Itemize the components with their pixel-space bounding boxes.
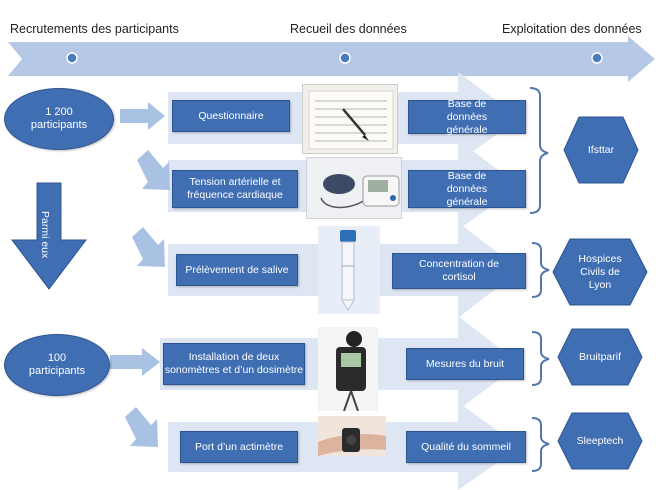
hexagon-ifsttar bbox=[563, 116, 639, 184]
bracket-hcl bbox=[531, 242, 550, 298]
outcome-sleep: Qualité du sommeil bbox=[406, 431, 526, 463]
timeline-arrow bbox=[8, 36, 655, 82]
questionnaire-photo bbox=[302, 84, 398, 154]
phase-collection-label: Recueil des données bbox=[290, 22, 407, 36]
timeline-dot-exploitation bbox=[591, 52, 603, 64]
arrow-to-saliva bbox=[132, 227, 165, 267]
outcome-cortisol-label: Concentration de cortisol bbox=[419, 258, 499, 283]
collection-saliva: Prélèvement de salive bbox=[176, 254, 298, 286]
institution-bruitparif-label: Bruitparif bbox=[578, 350, 621, 363]
collection-actimeter: Port d’un actimètre bbox=[180, 431, 298, 463]
collection-tension: Tension artérielle et fréquence cardiaqu… bbox=[172, 170, 298, 208]
sound-level-meter-photo bbox=[318, 327, 378, 411]
participants-100-label: 100 participants bbox=[28, 352, 86, 377]
actimeter-photo bbox=[318, 416, 386, 456]
blood-pressure-monitor-photo bbox=[306, 157, 402, 219]
institution-hcl-label: Hospices Civils de Lyon bbox=[578, 252, 622, 291]
phase-exploitation-label: Exploitation des données bbox=[502, 22, 642, 36]
outcome-cortisol: Concentration de cortisol bbox=[392, 253, 526, 289]
phase-recruitment-label: Recrutements des participants bbox=[10, 22, 179, 36]
bracket-bruitparif bbox=[531, 331, 550, 386]
saliva-tube-photo bbox=[318, 226, 380, 314]
outcome-database-1-label: Base de données générale bbox=[446, 97, 488, 136]
arrow-small-to-actimeter bbox=[125, 407, 158, 447]
outcome-noise: Mesures du bruit bbox=[406, 348, 524, 380]
timeline-dot-collection bbox=[339, 52, 351, 64]
institution-ifsttar-label: Ifsttar bbox=[587, 143, 615, 156]
arrow-small-to-install bbox=[110, 348, 160, 376]
arrow-large-to-tension bbox=[137, 150, 170, 190]
participants-1200-label: 1 200 participants bbox=[30, 106, 88, 131]
subset-down-arrow bbox=[10, 182, 88, 290]
outcome-database-2-label: Base de données générale bbox=[446, 169, 488, 208]
collection-install: Installation de deux sonomètres et d’un … bbox=[163, 343, 305, 385]
institution-hcl: Hospices Civils de Lyon bbox=[566, 239, 634, 305]
institution-sleeptech-label: Sleeptech bbox=[576, 434, 624, 447]
collection-questionnaire: Questionnaire bbox=[172, 100, 290, 132]
arrow-large-to-questionnaire bbox=[120, 102, 165, 130]
subset-label: Parmi eux bbox=[39, 211, 51, 259]
timeline-dot-recruitment bbox=[66, 52, 78, 64]
bracket-ifsttar bbox=[529, 87, 549, 214]
hexagon-sleeptech bbox=[557, 412, 643, 470]
outcome-database-2: Base de données générale bbox=[408, 170, 526, 208]
hexagon-bruitparif bbox=[557, 328, 643, 386]
outcome-database-1: Base de données générale bbox=[408, 97, 526, 136]
bracket-sleeptech bbox=[531, 417, 550, 472]
participants-1200-oval: 1 200 participants bbox=[4, 88, 114, 150]
hexagon-hcl bbox=[552, 238, 648, 306]
participants-100-oval: 100 participants bbox=[4, 334, 110, 396]
